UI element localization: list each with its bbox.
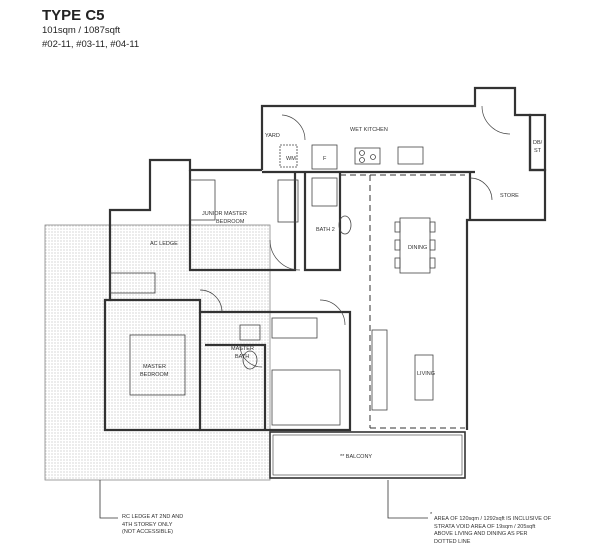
unit-numbers: #02-11, #03-11, #04-11 bbox=[42, 39, 140, 50]
rc-ledge-leader bbox=[99, 480, 118, 519]
label-master-bedroom-1: MASTER bbox=[143, 364, 166, 370]
area-note-leader bbox=[387, 480, 428, 519]
note-line: DOTTED LINE bbox=[434, 538, 471, 545]
note-line: (NOT ACCESSIBLE) bbox=[122, 529, 173, 535]
door-swings bbox=[199, 105, 511, 368]
label-master-bedroom-2: BEDROOM bbox=[140, 372, 169, 378]
label-yard: YARD bbox=[265, 133, 280, 139]
label-db-st-2: ST bbox=[534, 148, 542, 154]
label-ac-ledge: AC LEDGE bbox=[150, 241, 178, 247]
area-note: AREA OF 120sqm / 1292sqft IS INCLUSIVE O… bbox=[434, 516, 551, 546]
label-store: STORE bbox=[500, 193, 519, 199]
note-line: 4TH STOREY ONLY bbox=[122, 521, 173, 528]
asterisk: * bbox=[430, 512, 433, 518]
label-dining: DINING bbox=[408, 245, 427, 251]
label-wm: WM bbox=[286, 156, 296, 162]
unit-type-title: TYPE C5 bbox=[42, 7, 105, 24]
label-wet-kitchen: WET KITCHEN bbox=[350, 127, 388, 133]
unit-area: 101sqm / 1087sqft bbox=[42, 25, 121, 36]
rc-ledge-area bbox=[44, 224, 271, 481]
label-bath-2: BATH 2 bbox=[316, 227, 335, 233]
label-balcony: ** BALCONY bbox=[340, 454, 372, 460]
label-fridge: F bbox=[323, 156, 327, 162]
note-line: ABOVE LIVING AND DINING AS PER bbox=[434, 531, 528, 537]
label-master-bath-1: MASTER bbox=[231, 346, 254, 352]
rc-ledge-note: RC LEDGE AT 2ND AND 4TH STOREY ONLY (NOT… bbox=[122, 514, 183, 537]
label-living: LIVING bbox=[417, 371, 435, 377]
label-junior-master-1: JUNIOR MASTER bbox=[202, 211, 247, 217]
note-line: RC LEDGE AT 2ND AND bbox=[122, 514, 184, 520]
note-line: AREA OF 120sqm / 1292sqft IS INCLUSIVE O… bbox=[434, 516, 552, 522]
label-master-bath-2: BATH bbox=[235, 354, 249, 360]
label-db-st-1: DB/ bbox=[533, 140, 543, 146]
label-junior-master-2: BEDROOM bbox=[216, 219, 245, 225]
balcony-area bbox=[269, 431, 466, 479]
strata-void-line bbox=[340, 174, 465, 429]
furniture bbox=[109, 144, 436, 426]
note-line: STRATA VOID AREA OF 19sqm / 205sqft bbox=[434, 523, 536, 530]
balcony-inner-outline bbox=[272, 434, 463, 476]
